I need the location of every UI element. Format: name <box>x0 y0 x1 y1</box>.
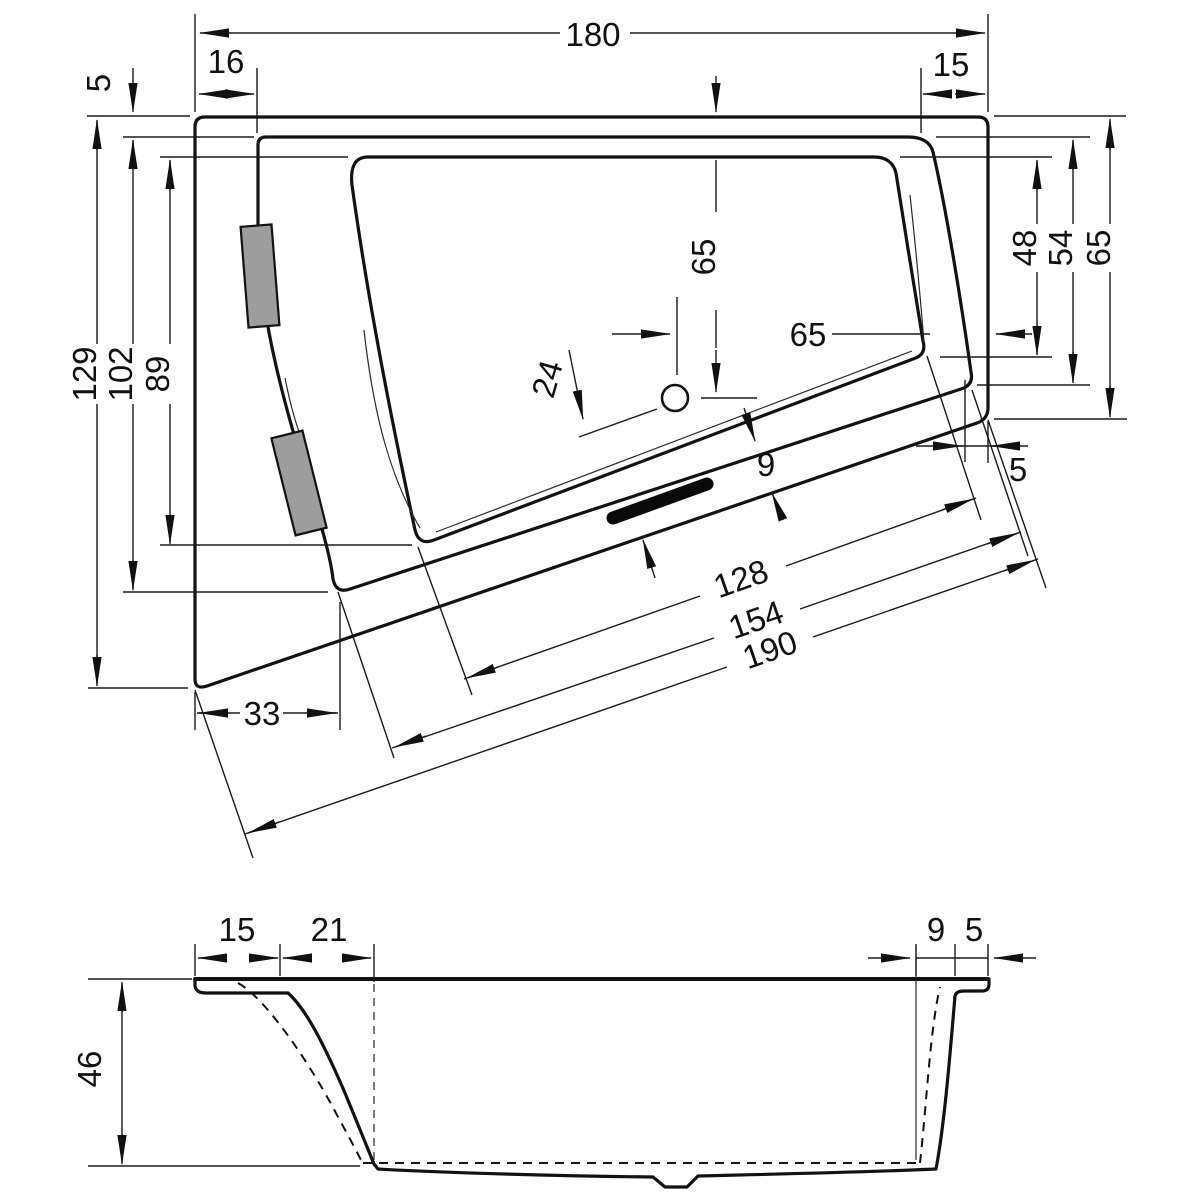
dim-right-lip: 15 <box>922 46 986 99</box>
dim-label-102: 102 <box>102 346 139 401</box>
dim-label-15-section: 15 <box>219 911 256 948</box>
dim-label-46: 46 <box>71 1051 108 1088</box>
dim-label-65-drain-top: 65 <box>685 239 722 276</box>
dim-depth-102: 102 <box>102 139 139 591</box>
dim-diagonal-154: 154 <box>391 531 1022 749</box>
dim-corner-offset: 5 <box>916 441 1028 488</box>
section-inner-surface-left <box>237 982 362 1161</box>
dim-label-5-section: 5 <box>965 911 983 948</box>
dim-label-180: 180 <box>565 16 620 53</box>
dim-label-5-top: 5 <box>80 74 117 92</box>
dim-label-65-drain-right: 65 <box>790 316 827 353</box>
dim-rim-band: 9 <box>741 407 788 522</box>
dim-top-gap: 5 <box>80 68 138 113</box>
overflow-slot <box>606 477 714 525</box>
dim-right-48: 48 <box>1006 159 1043 356</box>
extension-lines-section <box>88 944 989 1167</box>
dim-label-5-corner: 5 <box>1009 451 1027 488</box>
top-view <box>193 115 990 689</box>
dim-section-depth-46: 46 <box>71 981 127 1165</box>
dim-label-33: 33 <box>244 695 281 732</box>
dim-right-54: 54 <box>1042 139 1079 384</box>
dim-label-9-top: 9 <box>757 446 775 483</box>
dim-depth-89: 89 <box>139 159 176 545</box>
section-view-dimensions: 15 21 46 9 5 <box>71 911 1036 1167</box>
dim-label-16: 16 <box>208 43 245 80</box>
section-view <box>193 946 991 1189</box>
basin-wall-base-left <box>363 329 421 529</box>
extension-lines <box>87 14 1127 859</box>
top-view-dimensions: 180 16 5 15 129 <box>66 14 1127 859</box>
dim-section-wall-9: 9 5 <box>868 911 1036 963</box>
basin-wall-base-bottom <box>435 350 913 533</box>
dim-label-15: 15 <box>933 46 970 83</box>
dim-label-54: 54 <box>1042 230 1079 267</box>
dim-label-24: 24 <box>524 356 570 401</box>
dim-right-65: 65 <box>1080 118 1117 418</box>
overflow-position-arrow <box>642 539 657 579</box>
dim-bottom-left-offset: 33 <box>197 695 338 732</box>
dim-section-lip-15: 15 <box>197 911 279 963</box>
dim-diagonal-190: 190 <box>244 558 1039 835</box>
basin-wall-base-right <box>909 194 925 343</box>
tub-outer-outline <box>193 115 990 689</box>
dim-left-lip: 16 <box>198 43 255 99</box>
dim-label-48: 48 <box>1006 230 1043 267</box>
dim-label-129: 129 <box>66 346 103 401</box>
dim-drain-offset: 24 <box>524 349 658 438</box>
dim-drain-from-right: 65 <box>612 316 1032 353</box>
dim-depth-129: 129 <box>66 119 103 687</box>
tub-basin-outline <box>349 155 926 544</box>
headrest-upper <box>239 223 281 329</box>
dim-label-89: 89 <box>139 356 176 393</box>
dim-section-slope-21: 21 <box>282 911 372 963</box>
dim-label-65-right: 65 <box>1080 230 1117 267</box>
section-profile <box>193 977 991 1189</box>
dim-label-21-section: 21 <box>311 911 348 948</box>
dim-label-9-section: 9 <box>927 911 945 948</box>
headrest-lower <box>270 429 328 537</box>
dim-overall-width: 180 <box>199 16 986 53</box>
dim-drain-from-top: 65 <box>685 76 757 399</box>
drain-circle <box>660 383 690 413</box>
section-inner-surface-right <box>919 986 941 1164</box>
